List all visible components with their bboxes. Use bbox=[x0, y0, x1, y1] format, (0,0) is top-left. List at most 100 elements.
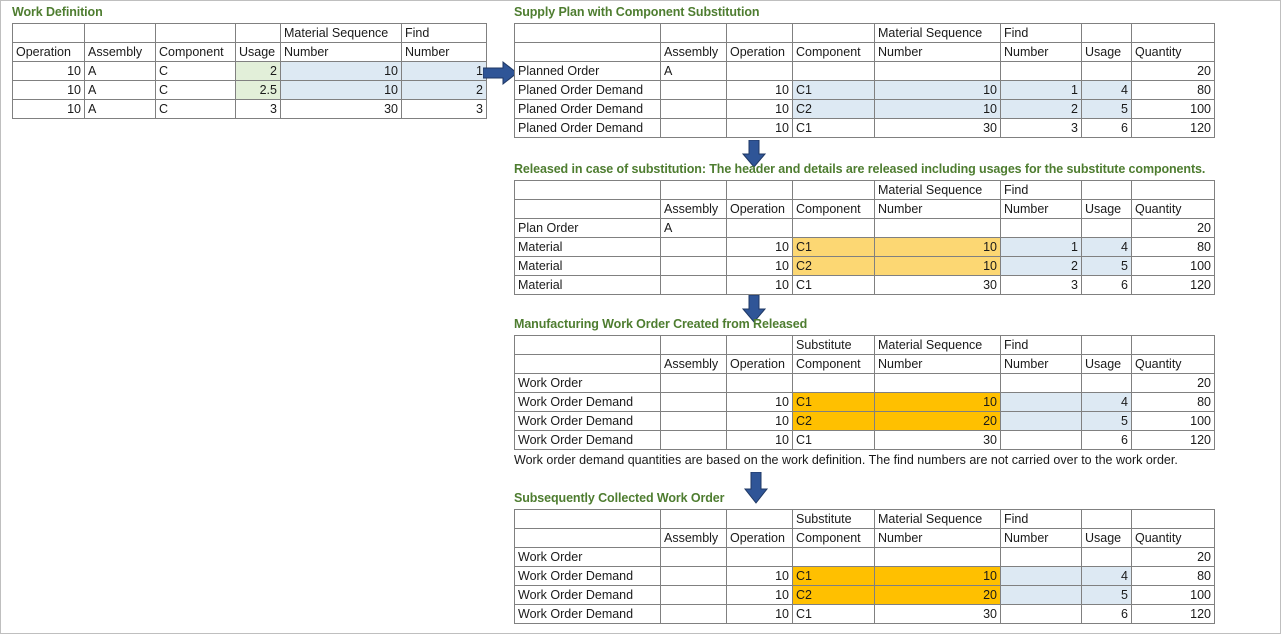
cell-usage: 6 bbox=[1081, 275, 1132, 295]
arrow-down-icon bbox=[741, 295, 767, 323]
header-usage: Usage bbox=[1081, 354, 1132, 374]
work-definition-section: Work Definition Material Sequence Find O… bbox=[12, 5, 487, 119]
table-header-row-top: Material Sequence Find bbox=[514, 180, 1215, 200]
header-material-sequence-line1: Material Sequence bbox=[874, 180, 1001, 200]
header-find-line1: Find bbox=[1000, 335, 1082, 355]
header-assembly: Assembly bbox=[660, 354, 727, 374]
table-header-row-top: Material Sequence Find bbox=[514, 23, 1215, 43]
cell-assembly bbox=[660, 237, 727, 257]
arrow-right-icon bbox=[483, 60, 518, 86]
header-usage: Usage bbox=[1081, 528, 1132, 548]
cell-operation: 10 bbox=[726, 118, 793, 138]
collected-section: Subsequently Collected Work Order Substi… bbox=[514, 491, 1215, 624]
table-row: Material 10 C1 10 1 4 80 bbox=[514, 237, 1215, 257]
cell-find-number: 1 bbox=[1000, 237, 1082, 257]
cell-find-number bbox=[1000, 566, 1082, 586]
header-find-line1: Find bbox=[401, 23, 487, 43]
header-material-sequence-line2: Number bbox=[874, 199, 1001, 219]
cell-usage bbox=[1081, 218, 1132, 238]
cell-operation: 10 bbox=[726, 566, 793, 586]
table-row: Work Order Demand 10 C2 20 5 100 bbox=[514, 585, 1215, 605]
work-definition-title: Work Definition bbox=[12, 5, 103, 19]
cell-material-sequence-number bbox=[874, 61, 1001, 81]
cell-operation: 10 bbox=[726, 585, 793, 605]
table-header-row-bottom: Assembly Operation Component Number Numb… bbox=[514, 354, 1215, 374]
header-operation: Operation bbox=[12, 42, 85, 62]
table-row: Planed Order Demand 10 C2 10 2 5 100 bbox=[514, 99, 1215, 119]
cell-assembly bbox=[660, 373, 727, 393]
cell-find-number: 2 bbox=[401, 80, 487, 100]
cell-record-type: Work Order Demand bbox=[514, 566, 661, 586]
table-header-row-bottom: Assembly Operation Component Number Numb… bbox=[514, 528, 1215, 548]
cell-record-type: Material bbox=[514, 256, 661, 276]
header-assembly: Assembly bbox=[660, 528, 727, 548]
header-assembly: Assembly bbox=[84, 42, 156, 62]
header-substitute-component-line2: Component bbox=[792, 528, 875, 548]
cell-usage bbox=[1081, 547, 1132, 567]
cell-material-sequence-number bbox=[874, 547, 1001, 567]
cell-usage: 2 bbox=[235, 61, 281, 81]
cell-usage bbox=[1081, 61, 1132, 81]
cell-material-sequence-number: 20 bbox=[874, 411, 1001, 431]
cell-operation: 10 bbox=[726, 604, 793, 624]
cell-find-number bbox=[1000, 430, 1082, 450]
header-find-line2: Number bbox=[1000, 528, 1082, 548]
cell-usage: 4 bbox=[1081, 392, 1132, 412]
cell-substitute-component: C2 bbox=[792, 585, 875, 605]
cell-record-type: Work Order Demand bbox=[514, 604, 661, 624]
header-blank bbox=[514, 528, 661, 548]
cell-usage: 4 bbox=[1081, 80, 1132, 100]
header-operation: Operation bbox=[726, 42, 793, 62]
cell-quantity: 20 bbox=[1131, 218, 1215, 238]
cell-material-sequence-number bbox=[874, 373, 1001, 393]
header-usage: Usage bbox=[1081, 199, 1132, 219]
cell-substitute-component bbox=[792, 547, 875, 567]
work-order-note: Work order demand quantities are based o… bbox=[514, 453, 1178, 467]
table-row: 10 A C 3 30 3 bbox=[12, 99, 487, 119]
cell-operation: 10 bbox=[726, 430, 793, 450]
cell-record-type: Work Order Demand bbox=[514, 430, 661, 450]
cell-find-number: 3 bbox=[1000, 118, 1082, 138]
cell-find-number bbox=[1000, 218, 1082, 238]
cell-material-sequence-number: 10 bbox=[874, 392, 1001, 412]
arrow-down-icon bbox=[741, 140, 767, 168]
cell-quantity: 80 bbox=[1131, 80, 1215, 100]
cell-find-number: 1 bbox=[1000, 80, 1082, 100]
cell-usage: 4 bbox=[1081, 237, 1132, 257]
cell-component bbox=[792, 218, 875, 238]
cell-usage: 5 bbox=[1081, 585, 1132, 605]
cell-record-type: Material bbox=[514, 237, 661, 257]
cell-find-number: 1 bbox=[401, 61, 487, 81]
header-material-sequence-line1: Material Sequence bbox=[280, 23, 402, 43]
cell-quantity: 100 bbox=[1131, 585, 1215, 605]
cell-quantity: 100 bbox=[1131, 99, 1215, 119]
cell-assembly bbox=[660, 411, 727, 431]
header-blank bbox=[514, 42, 661, 62]
cell-operation bbox=[726, 547, 793, 567]
cell-usage: 5 bbox=[1081, 256, 1132, 276]
header-find-line1: Find bbox=[1000, 180, 1082, 200]
cell-component: C2 bbox=[792, 99, 875, 119]
header-quantity: Quantity bbox=[1131, 528, 1215, 548]
table-row: Work Order Demand 10 C1 10 4 80 bbox=[514, 392, 1215, 412]
cell-material-sequence-number: 10 bbox=[280, 80, 402, 100]
cell-assembly: A bbox=[660, 61, 727, 81]
cell-operation: 10 bbox=[12, 61, 85, 81]
cell-find-number bbox=[1000, 604, 1082, 624]
cell-material-sequence-number: 10 bbox=[874, 80, 1001, 100]
cell-operation bbox=[726, 373, 793, 393]
header-blank bbox=[514, 199, 661, 219]
cell-assembly bbox=[660, 547, 727, 567]
header-assembly: Assembly bbox=[660, 199, 727, 219]
header-material-sequence-line2: Number bbox=[874, 528, 1001, 548]
table-row: Work Order Demand 10 C1 30 6 120 bbox=[514, 430, 1215, 450]
cell-material-sequence-number: 30 bbox=[874, 430, 1001, 450]
header-usage: Usage bbox=[235, 42, 281, 62]
cell-quantity: 80 bbox=[1131, 237, 1215, 257]
table-header-row-top: Material Sequence Find bbox=[12, 23, 487, 43]
cell-usage: 6 bbox=[1081, 604, 1132, 624]
table-row: 10 A C 2.5 10 2 bbox=[12, 80, 487, 100]
cell-record-type: Work Order Demand bbox=[514, 585, 661, 605]
cell-find-number bbox=[1000, 585, 1082, 605]
table-header-row-bottom: Operation Assembly Component Usage Numbe… bbox=[12, 42, 487, 62]
